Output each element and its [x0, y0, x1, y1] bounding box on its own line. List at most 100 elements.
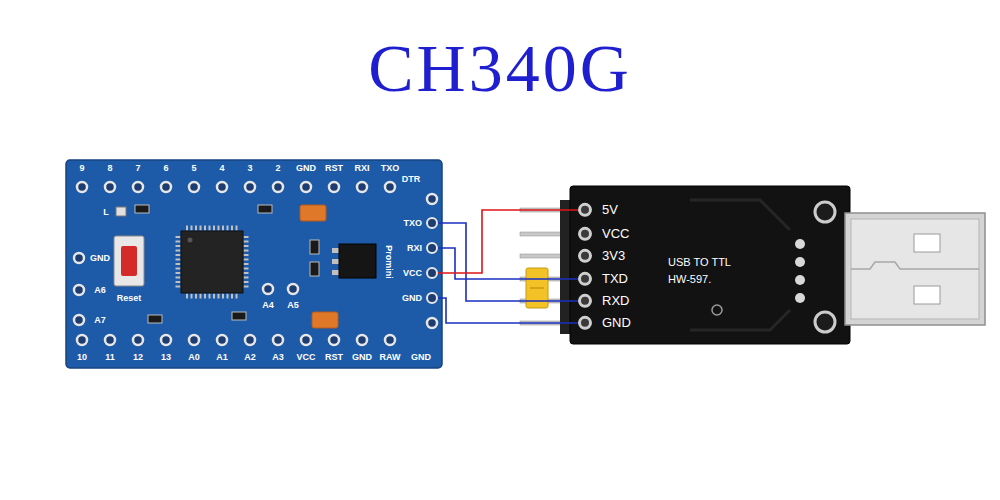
pin-label: A5	[287, 301, 299, 310]
pin-hole	[426, 267, 438, 279]
pin-hole	[77, 182, 87, 192]
led	[116, 207, 126, 216]
usb-window	[914, 286, 940, 304]
pin-hole	[133, 182, 143, 192]
pro-mini-board: ResetProminiTXORXIVCCGND	[66, 160, 442, 368]
jumper-cap	[526, 268, 548, 308]
title: CH340G	[0, 34, 1000, 102]
header-pin-pad: GND	[402, 292, 438, 304]
pin-label: RST	[325, 353, 343, 362]
pin-hole	[161, 182, 171, 192]
pin-label: GND	[296, 164, 316, 173]
smd-part	[310, 240, 319, 254]
header-pin-pad: RXD	[578, 294, 629, 308]
solder-pad	[795, 275, 805, 285]
solder-pad	[795, 293, 805, 303]
pin-hole	[105, 182, 115, 192]
pin-hole	[189, 335, 199, 345]
pin-hole	[74, 315, 84, 325]
pin-hole	[427, 194, 437, 204]
component-label: L	[103, 208, 109, 217]
wire	[438, 210, 578, 273]
pin-label: 3	[247, 164, 252, 173]
pin-hole	[133, 335, 143, 345]
chip-leads	[244, 236, 249, 290]
pin-hole	[329, 182, 339, 192]
usb-shell	[845, 213, 985, 325]
pin-hole	[263, 284, 273, 294]
header-pin-pad: 3V3	[578, 249, 625, 263]
reset-button	[114, 236, 144, 286]
mounting-pad	[815, 202, 835, 222]
smd-part	[148, 315, 162, 323]
pin-label: 6	[163, 164, 168, 173]
solder-pad	[795, 257, 805, 267]
pin-label: TXD	[602, 272, 628, 286]
usb-ttl-adapter: USB TO TTL HW-597. 5V VCC 3V3TXD RXD GND	[570, 186, 845, 344]
jumper-body	[526, 268, 548, 308]
chip-body	[181, 231, 243, 293]
pin-label: 5	[191, 164, 196, 173]
adapter-pcb	[570, 186, 850, 344]
pin-hole	[578, 272, 592, 286]
button-body	[114, 236, 144, 286]
pin-label: 7	[135, 164, 140, 173]
pin-hole	[578, 294, 592, 308]
pin-label: A2	[244, 353, 256, 362]
pin-label: TXO	[403, 219, 422, 228]
microcontroller-chip	[178, 228, 246, 296]
pin-label: RXI	[407, 244, 422, 253]
board-marking: USB TO TTL	[668, 257, 731, 268]
pin-label: GND	[402, 294, 422, 303]
pin-hole	[578, 316, 592, 330]
usb-face	[851, 219, 979, 319]
pin-label: GND	[411, 353, 431, 362]
pin-hole	[578, 227, 592, 241]
pin-label: TXO	[381, 164, 400, 173]
pin-label: 11	[105, 353, 115, 362]
pin-label: VCC	[296, 353, 315, 362]
pin-label: GND	[90, 254, 110, 263]
pin-label: RAW	[380, 353, 401, 362]
pro-mini-pcb	[66, 160, 442, 368]
pin-hole	[217, 335, 227, 345]
pin-hole	[329, 335, 339, 345]
pin-label: VCC	[403, 269, 422, 278]
pin-hole	[426, 242, 438, 254]
pin-hole	[161, 335, 171, 345]
wire	[438, 298, 578, 323]
chip-leads	[186, 294, 240, 299]
pin-hole	[357, 182, 367, 192]
header-pin-pad: TXO	[403, 217, 438, 229]
solder-pad	[795, 239, 805, 249]
pin-label: 9	[79, 164, 84, 173]
smd-part	[232, 312, 246, 320]
pin-hole	[77, 335, 87, 345]
wire	[438, 223, 578, 301]
pin-hole	[578, 203, 592, 217]
pin-label: 2	[275, 164, 280, 173]
header-pin-pad: TXD	[578, 272, 628, 286]
pin-label: 8	[107, 164, 112, 173]
pin-hole	[74, 253, 84, 263]
usb-crease	[851, 262, 979, 269]
pin-label: 3V3	[602, 249, 625, 263]
pin-hole	[245, 182, 255, 192]
chip-leads	[186, 226, 240, 231]
pin-label: 4	[219, 164, 224, 173]
pin-label: VCC	[602, 227, 629, 241]
header-pin-pad: VCC	[403, 267, 438, 279]
pin-hole	[385, 182, 395, 192]
board-marking: HW-597.	[668, 274, 711, 285]
pin-label: RST	[325, 164, 343, 173]
header-pin-pad: GND	[578, 316, 631, 330]
pin-label: A6	[94, 286, 106, 295]
pin-label: DTR	[402, 175, 421, 184]
pin-label: A7	[94, 316, 106, 325]
pin-hole	[578, 249, 592, 263]
button-cap	[121, 246, 137, 276]
pin-hole	[426, 292, 438, 304]
pin-hole	[245, 335, 255, 345]
pin-label: 5V	[602, 203, 618, 217]
pin-label: RXD	[602, 294, 629, 308]
